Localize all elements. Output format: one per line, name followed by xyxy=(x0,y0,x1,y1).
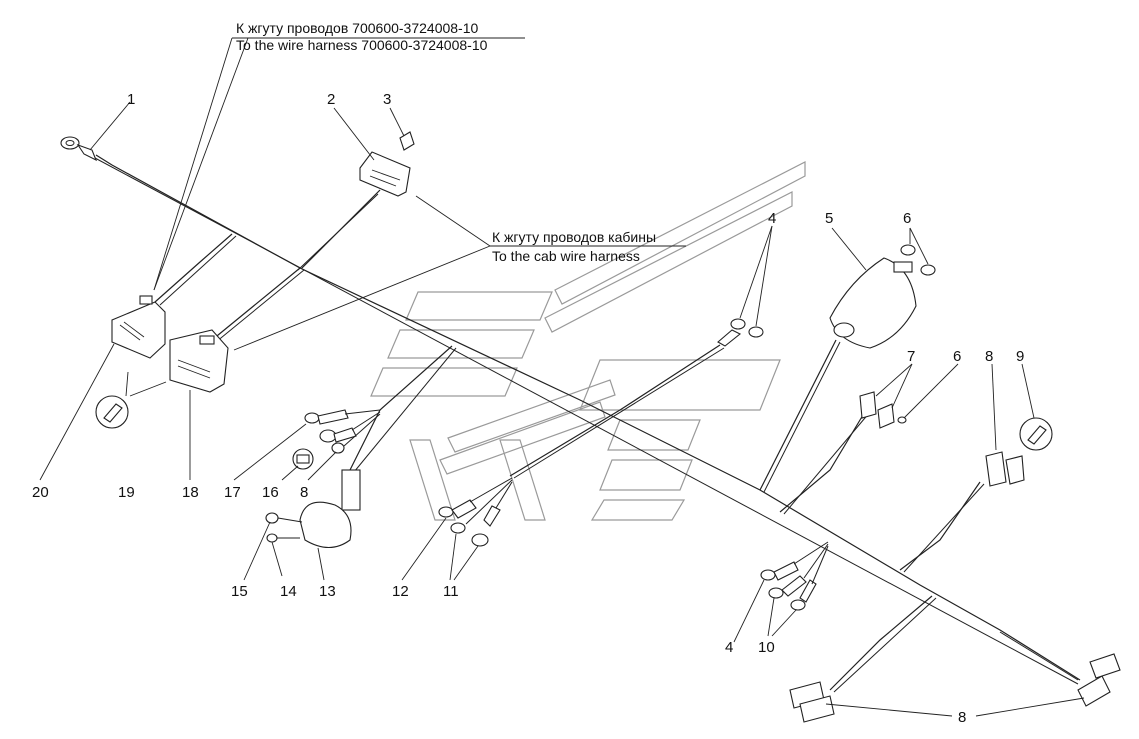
terminals-11-12 xyxy=(438,477,513,547)
cap-13 xyxy=(265,469,361,549)
harness-callout-en: To the wire harness 700600-3724008-10 xyxy=(236,37,488,53)
branch-to-connector-20 xyxy=(154,233,237,306)
part-number-19: 19 xyxy=(118,484,135,501)
branch-to-terminals-8 xyxy=(899,451,1025,573)
terminal-19 xyxy=(95,395,129,429)
part-number-13: 13 xyxy=(319,583,336,600)
branch-to-cap-13 xyxy=(349,345,457,473)
terminal-16 xyxy=(292,448,314,470)
cab-callout-ru: К жгуту проводов кабины xyxy=(492,229,656,245)
branch-to-connector-2 xyxy=(211,189,381,343)
part-number-4-top: 4 xyxy=(768,210,776,227)
terminal-9 xyxy=(1019,417,1053,451)
part-number-6-top: 6 xyxy=(903,210,911,227)
harness-callout-ru: К жгуту проводов 700600-3724008-10 xyxy=(236,20,479,36)
part-number-18: 18 xyxy=(182,484,199,501)
connector-20 xyxy=(111,295,166,359)
part-number-8-right: 8 xyxy=(985,348,993,365)
part-number-15: 15 xyxy=(231,583,248,600)
part-number-3: 3 xyxy=(383,91,391,108)
part-number-16: 16 xyxy=(262,484,279,501)
part-number-9: 9 xyxy=(1016,348,1024,365)
part-number-12: 12 xyxy=(392,583,409,600)
terminals-8-bottom xyxy=(789,595,1121,723)
terminals-4-top xyxy=(717,318,764,347)
connector-18 xyxy=(169,329,229,393)
main-trunk xyxy=(94,154,1081,685)
connector-2 xyxy=(359,151,411,197)
part-number-8-bottom: 8 xyxy=(958,709,966,726)
branch-to-terminals-4 xyxy=(509,344,725,479)
terminals-7 xyxy=(779,391,907,515)
part-number-6-mid: 6 xyxy=(953,348,961,365)
part-number-8-left: 8 xyxy=(300,484,308,501)
part-number-1: 1 xyxy=(127,91,135,108)
part-number-7: 7 xyxy=(907,348,915,365)
part-number-4-bottom: 4 xyxy=(725,639,733,656)
part-number-11: 11 xyxy=(443,583,459,600)
terminals-17-8 xyxy=(304,409,381,454)
part-number-20: 20 xyxy=(32,484,49,501)
cab-callout-en: To the cab wire harness xyxy=(492,248,640,264)
watermark-logo xyxy=(370,161,806,521)
ring-terminal-1 xyxy=(60,136,98,162)
terminals-4-10 xyxy=(760,541,829,611)
part-number-14: 14 xyxy=(280,583,297,600)
terminal-3 xyxy=(399,131,415,151)
component-5 xyxy=(759,244,936,493)
part-number-5: 5 xyxy=(825,210,833,227)
part-number-2: 2 xyxy=(327,91,335,108)
part-number-17: 17 xyxy=(224,484,241,501)
part-number-10: 10 xyxy=(758,639,775,656)
leader-lines xyxy=(39,37,1085,717)
